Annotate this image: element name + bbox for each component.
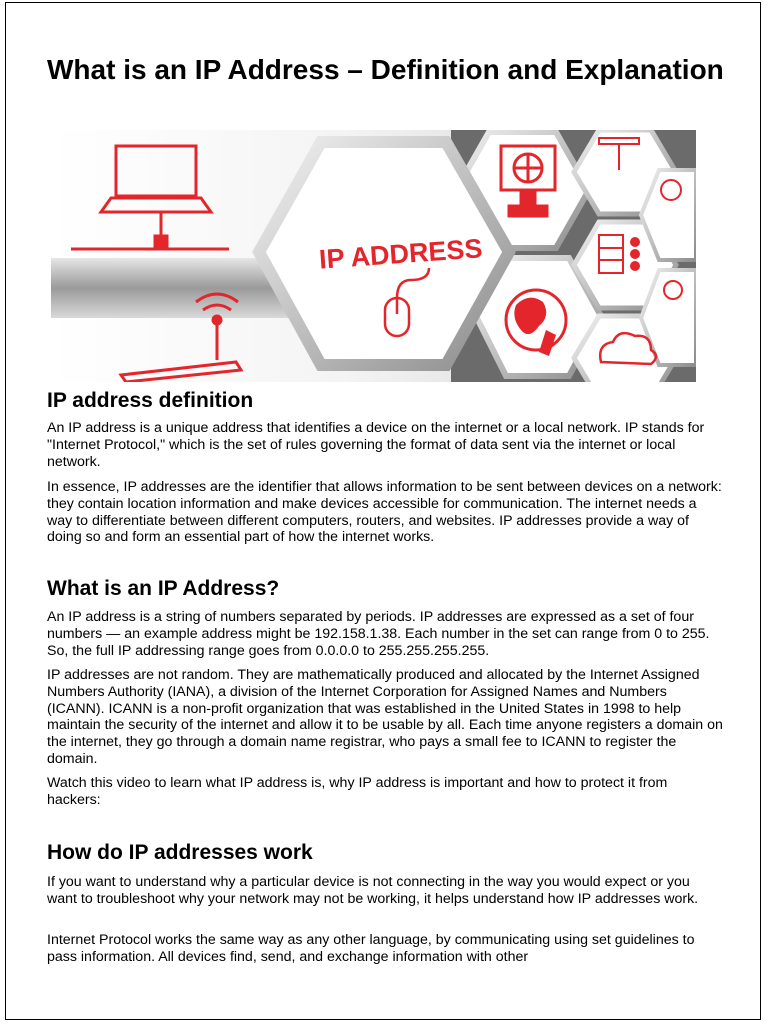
- paragraph: Watch this video to learn what IP addres…: [47, 775, 668, 808]
- section-heading-what-is-ip: What is an IP Address?: [47, 577, 280, 600]
- paragraph: In essence, IP addresses are the identif…: [47, 479, 722, 546]
- section-heading-ip-definition: IP address definition: [47, 389, 254, 412]
- page-title: What is an IP Address – Definition and E…: [47, 54, 724, 85]
- paragraph: If you want to understand why a particul…: [47, 874, 699, 907]
- section-heading-how-ip-works: How do IP addresses work: [47, 841, 313, 864]
- mouse-icon: [383, 267, 431, 338]
- paragraph: An IP address is a string of numbers sep…: [47, 609, 710, 659]
- monitor-globe-icon: [499, 144, 557, 218]
- router-icon: [118, 292, 244, 382]
- paragraph: An IP address is a unique address that i…: [47, 420, 705, 470]
- globe-icon: [504, 288, 568, 356]
- document-page: What is an IP Address – Definition and E…: [5, 2, 761, 1020]
- server-icon: [598, 234, 640, 274]
- paragraph: IP addresses are not random. They are ma…: [47, 667, 723, 767]
- paragraph: Internet Protocol works the same way as …: [47, 932, 695, 965]
- cloud-icon: [599, 331, 658, 366]
- laptop-icon: [71, 144, 229, 251]
- hero-image: IP ADDRESS: [51, 130, 696, 382]
